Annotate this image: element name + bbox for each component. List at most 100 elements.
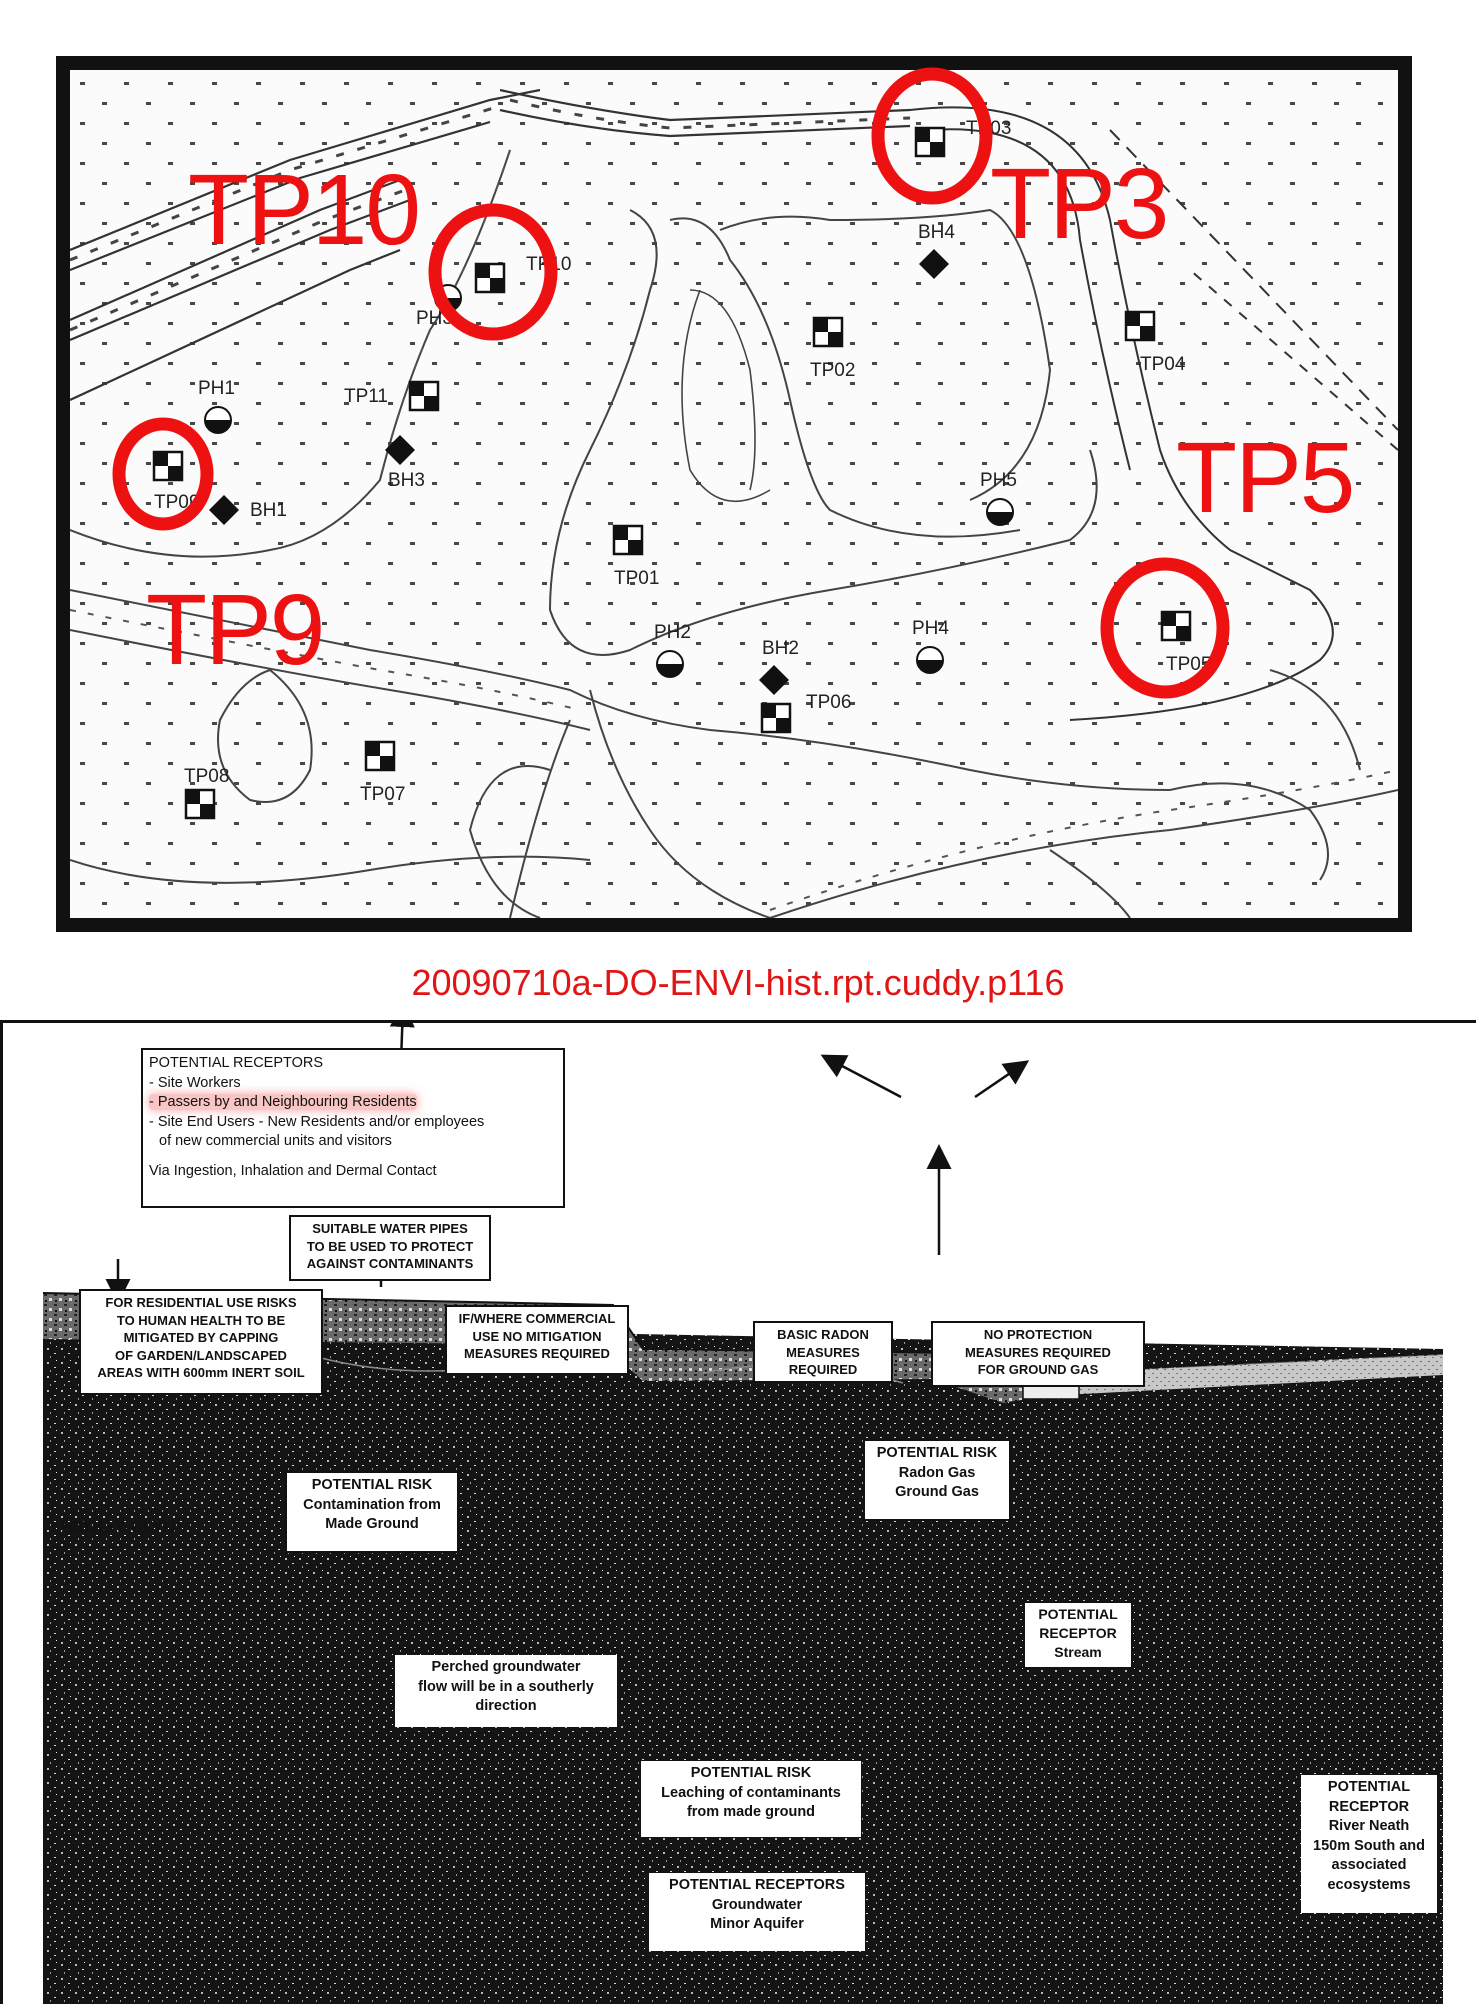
risk-leaching-title: POTENTIAL RISK: [690, 1765, 812, 1781]
map-label-ph2: PH2: [654, 622, 691, 643]
map-marker-tp01: TP01: [612, 524, 659, 589]
risk-made-ground-line: Contamination from: [303, 1496, 441, 1513]
perched-line: flow will be in a southerly: [418, 1678, 594, 1695]
map-plot-boundaries: [70, 149, 1398, 918]
receptor-pathways: Via Ingestion, Inhalation and Dermal Con…: [149, 1162, 437, 1179]
residential-line: MITIGATED BY CAPPING: [123, 1330, 279, 1346]
commercial-line: MEASURES REQUIRED: [464, 1346, 610, 1362]
receptor-river-line: ecosystems: [1327, 1876, 1411, 1893]
receptor-item-passers-by: - Passers by and Neighbouring Residents: [149, 1094, 417, 1111]
circle-tp10: [428, 203, 558, 341]
map-label-tp11: TP11: [344, 386, 388, 407]
map-label-ph4: PH4: [912, 618, 949, 639]
map-label-bh4: BH4: [918, 222, 955, 243]
risk-leaching-line: Leaching of contaminants: [661, 1784, 841, 1801]
map-marker-tp03: TP03: [914, 118, 1011, 158]
residential-line: OF GARDEN/LANDSCAPED: [115, 1347, 287, 1363]
risk-made-ground-box: POTENTIAL RISK Contamination from Made G…: [285, 1471, 459, 1553]
map-marker-tp11: TP11: [344, 380, 440, 412]
receptors-groundwater-line: Minor Aquifer: [710, 1916, 804, 1933]
map-label-tp07: TP07: [360, 784, 405, 805]
residential-line: FOR RESIDENTIAL USE RISKS: [105, 1295, 297, 1310]
map-label-tp04: TP04: [1140, 354, 1186, 375]
annotation-tp10: TP10: [188, 154, 421, 266]
map-marker-tp06: TP06: [760, 692, 851, 734]
risk-radon-title: POTENTIAL RISK: [876, 1445, 998, 1461]
commercial-line: USE NO MITIGATION: [472, 1328, 602, 1344]
residential-mitigation-box: FOR RESIDENTIAL USE RISKS TO HUMAN HEALT…: [79, 1289, 323, 1395]
receptor-item-site-workers: - Site Workers: [149, 1074, 241, 1091]
map-label-bh3: BH3: [388, 470, 425, 491]
map-label-bh2: BH2: [762, 638, 799, 659]
no-protection-line: FOR GROUND GAS: [977, 1362, 1099, 1378]
receptor-item-commercial-units: of new commercial units and visitors: [159, 1133, 392, 1150]
map-label-tp06: TP06: [806, 692, 851, 713]
no-protection-line: MEASURES REQUIRED: [965, 1344, 1111, 1360]
map-marker-ph2: PH2: [654, 622, 691, 678]
residential-line: TO HUMAN HEALTH TO BE: [116, 1312, 286, 1328]
map-label-tp05: TP05: [1166, 654, 1211, 675]
figure-caption: 20090710a-DO-ENVI-hist.rpt.cuddy.p116: [411, 962, 1065, 1003]
risk-radon-box: POTENTIAL RISK Radon Gas Ground Gas: [863, 1439, 1011, 1521]
receptors-groundwater-title: POTENTIAL RECEPTORS: [669, 1877, 845, 1893]
receptor-stream-box: POTENTIAL RECEPTOR Stream: [1023, 1601, 1133, 1669]
receptors-groundwater-line: Groundwater: [711, 1896, 803, 1913]
risk-leaching-line: from made ground: [686, 1804, 816, 1821]
arrow-to-no-protection: [974, 1060, 1030, 1099]
radon-measures-line: MEASURES: [786, 1344, 860, 1360]
perched-line: Perched groundwater: [431, 1659, 581, 1675]
potential-receptors-box: POTENTIAL RECEPTORS - Site Workers - Pas…: [141, 1048, 565, 1208]
annotation-tp3: TP3: [990, 148, 1169, 260]
risk-leaching-box: POTENTIAL RISK Leaching of contaminants …: [641, 1761, 861, 1837]
map-marker-bh4: BH4: [918, 222, 955, 279]
risk-radon-line: Ground Gas: [895, 1484, 979, 1501]
map-marker-tp10: TP10: [474, 254, 571, 294]
map-marker-tp09: TP09: [152, 450, 199, 513]
commercial-box: IF/WHERE COMMERCIAL USE NO MITIGATION ME…: [445, 1305, 629, 1375]
map-label-ph5: PH5: [980, 470, 1017, 491]
radon-measures-line: BASIC RADON: [777, 1327, 869, 1342]
receptor-item-site-end-users: - Site End Users - New Residents and/or …: [149, 1113, 485, 1130]
commercial-line: IF/WHERE COMMERCIAL: [458, 1311, 616, 1326]
map-marker-tp04: TP04: [1124, 310, 1186, 375]
water-pipes-line: AGAINST CONTAMINANTS: [306, 1256, 474, 1272]
circle-tp9: [112, 417, 214, 531]
receptor-river-line: POTENTIAL: [1327, 1779, 1411, 1795]
water-pipes-line: SUITABLE WATER PIPES: [312, 1221, 468, 1236]
water-pipes-box: SUITABLE WATER PIPES TO BE USED TO PROTE…: [289, 1215, 491, 1281]
circle-tp3: [871, 67, 993, 205]
map-label-ph1: PH1: [198, 378, 235, 399]
map-marker-ph1: PH1: [198, 378, 235, 434]
conceptual-site-model: POTENTIAL RECEPTORS - Site Workers - Pas…: [0, 1020, 1476, 2004]
annotation-tp5: TP5: [1176, 422, 1355, 534]
map-marker-tp07: TP07: [360, 740, 405, 805]
map-label-tp02: TP02: [810, 360, 855, 381]
heol-y-glyn-label: HEOL-Y-GLYN: [61, 1517, 176, 1536]
map-marker-bh1: BH1: [209, 495, 287, 525]
no-protection-line: NO PROTECTION: [983, 1327, 1093, 1342]
risk-made-ground-line: Made Ground: [325, 1516, 419, 1533]
potential-receptors-title: POTENTIAL RECEPTORS: [149, 1055, 324, 1071]
map-label-tp01: TP01: [614, 568, 659, 589]
map-marker-ph4: PH4: [912, 618, 949, 674]
map-road-top-left: [70, 88, 911, 401]
annotation-circles: [112, 67, 1230, 699]
receptor-river-line: associated: [1331, 1857, 1407, 1874]
receptor-river-line: 150m South and: [1313, 1837, 1425, 1854]
arrow-to-radon-measures: [820, 1054, 902, 1099]
map-marker-tp05: TP05: [1160, 610, 1211, 675]
circle-tp5: [1100, 557, 1230, 699]
risk-radon-line: Radon Gas: [898, 1464, 976, 1481]
residential-line: AREAS WITH 600mm INERT SOIL: [97, 1365, 305, 1381]
receptor-river-box: POTENTIAL RECEPTOR River Neath 150m Sout…: [1301, 1775, 1437, 1913]
receptor-stream-line: POTENTIAL: [1038, 1606, 1118, 1622]
receptor-river-line: River Neath: [1328, 1818, 1410, 1835]
radon-measures-box: BASIC RADON MEASURES REQUIRED: [753, 1321, 893, 1383]
perched-line: direction: [475, 1698, 537, 1715]
no-protection-box: NO PROTECTION MEASURES REQUIRED FOR GROU…: [931, 1321, 1145, 1387]
map-label-bh1: BH1: [250, 500, 287, 521]
map-marker-tp08: TP08: [184, 766, 229, 820]
map-label-tp08: TP08: [184, 766, 229, 787]
